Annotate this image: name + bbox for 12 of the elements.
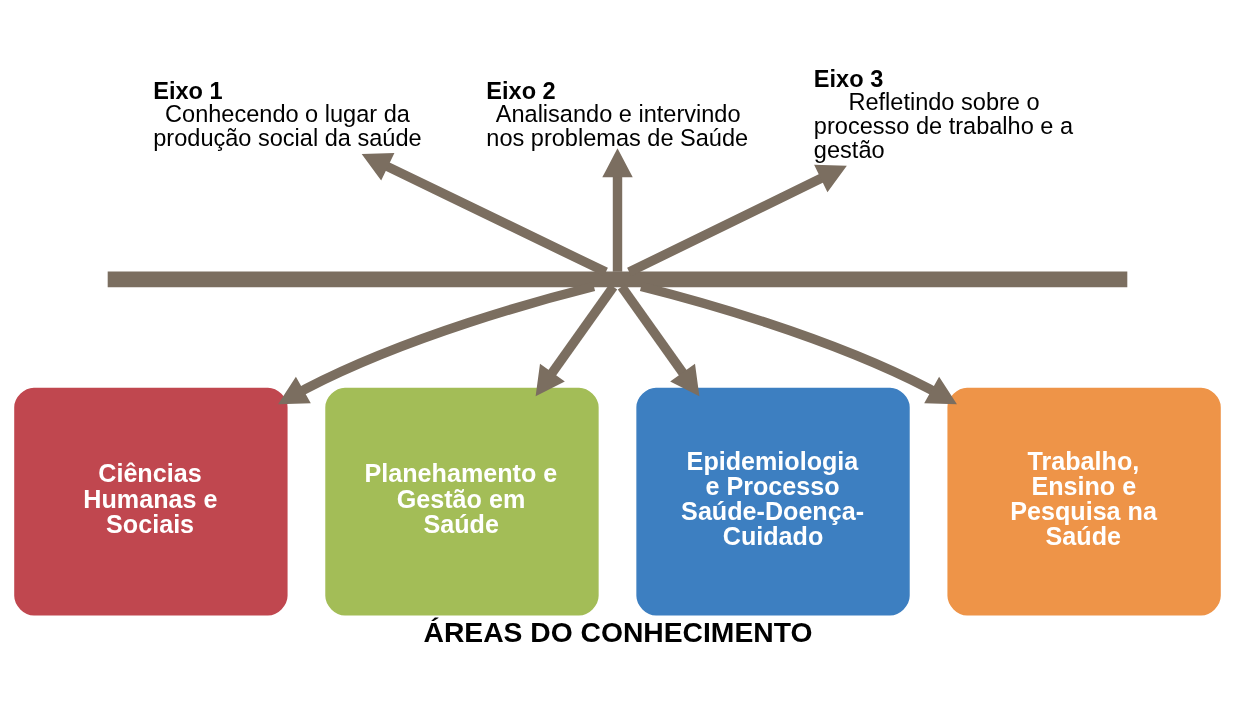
arrow xyxy=(535,284,618,397)
arrow xyxy=(602,148,633,272)
caption: ÁREAS DO CONHECIMENTO xyxy=(423,616,813,649)
arrow xyxy=(617,284,700,397)
node-bar xyxy=(107,271,1128,288)
node-box: Planehamento e Gestão em Saúde xyxy=(325,387,599,616)
node-text: Eixo 1 Conhecendo o lugar da produção social da saúde xyxy=(153,77,422,151)
node-text: Eixo 3 Refletindo sobre o processo de trabalho e a gestão xyxy=(813,65,1074,163)
node-box: Ciências Humanas e Sociais xyxy=(14,387,288,616)
node-box: Trabalho, Ensino e Pesquisa na Saúde xyxy=(947,387,1221,616)
node-text: Eixo 2 Analisando e intervindo nos problemas de Saúde xyxy=(486,77,749,151)
node-box: Epidemiologia e Processo Saúde-Doença-Cuidado xyxy=(636,387,910,616)
